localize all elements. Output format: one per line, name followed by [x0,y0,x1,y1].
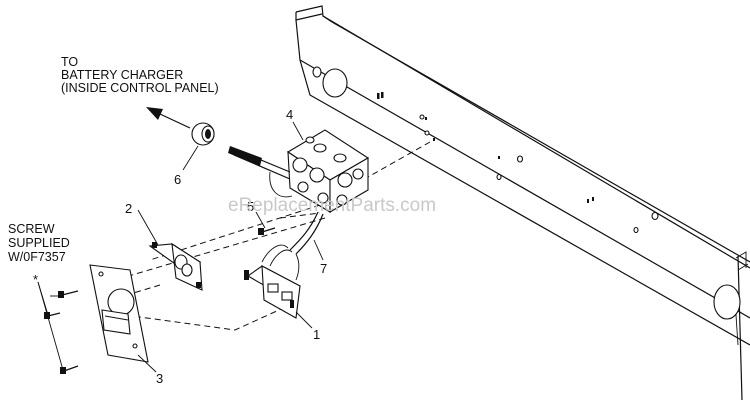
direction-arrow [146,107,191,129]
leader-lines [37,121,324,373]
screw-label-line2: SUPPLIED [8,236,70,250]
callout-1: 1 [313,327,320,342]
flexible-conduit [261,171,324,281]
gfci-receptacle [244,265,301,319]
frame-rail [295,5,750,401]
watermark-text: eReplacementParts.com [228,195,436,216]
charger-label-line1: TO [61,55,78,69]
callout-3: 3 [156,371,163,386]
screw-label-line3: W/0F7357 [8,250,66,264]
cover-plate [89,264,149,363]
screw-label-line1: SCREW [8,222,55,236]
charger-label-line2: BATTERY CHARGER [61,68,183,82]
cable-to-charger [228,146,291,180]
junction-box [286,129,370,213]
callout-6: 6 [174,172,181,187]
asterisk-note: * [33,272,38,287]
callout-2: 2 [125,201,132,216]
callout-4: 4 [286,107,293,122]
screws [44,227,276,374]
duplex-receptacle [148,242,203,291]
callout-7: 7 [320,261,327,276]
charger-label-line3: (INSIDE CONTROL PANEL) [61,81,219,95]
callout-5: 5 [247,199,254,214]
grommet [191,122,215,146]
